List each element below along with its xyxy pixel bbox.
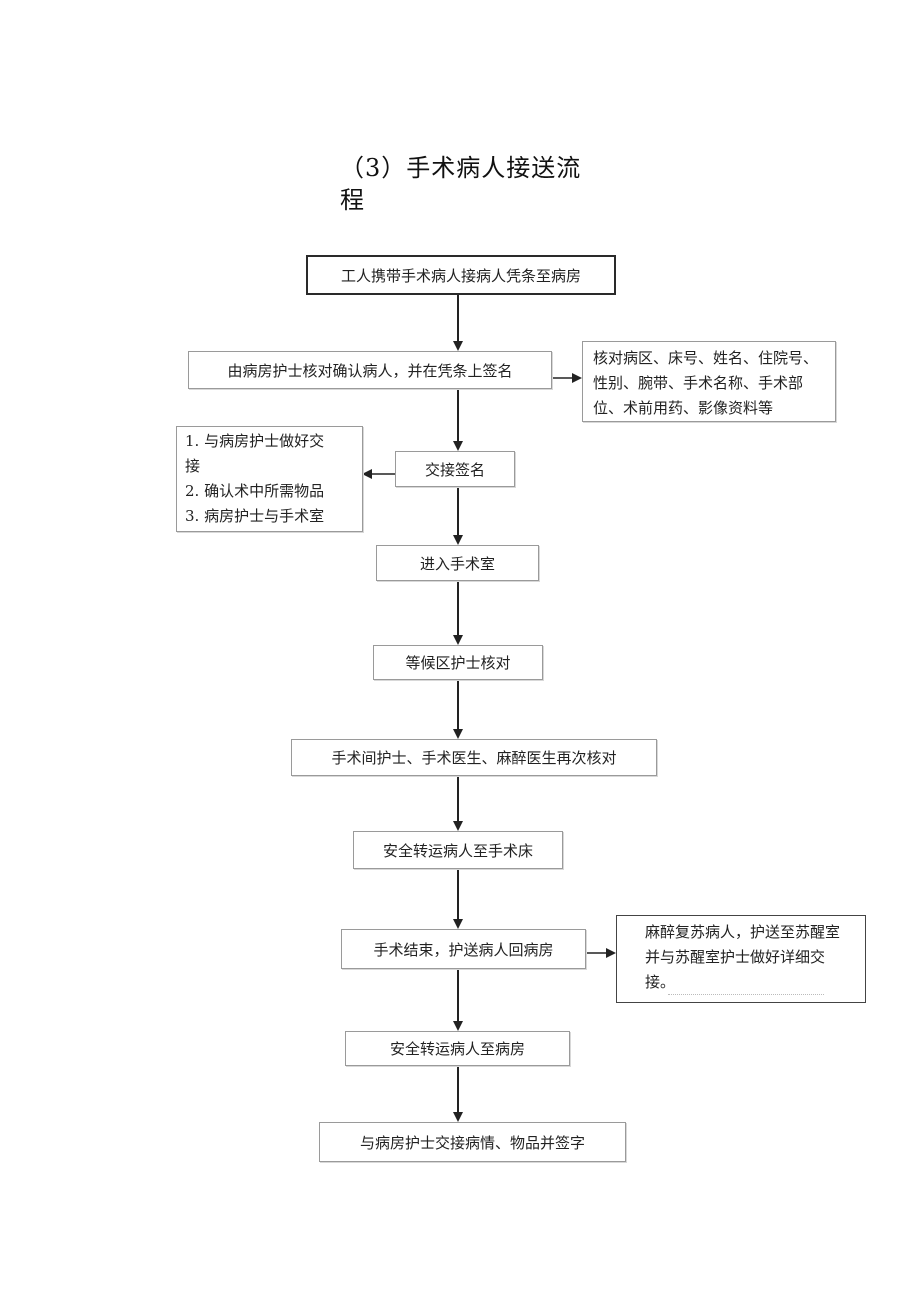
- step-transfer-to-ward-label: 安全转运病人至病房: [389, 1040, 525, 1058]
- step-transfer-to-table-label: 安全转运病人至手术床: [382, 841, 533, 860]
- step-team-recheck-label: 手术间护士、手术医生、麻醉医生再次核对: [331, 749, 617, 767]
- note-check-items: 核对病区、床号、姓名、住院号、 性别、腕带、手术名称、手术部 位、术前用药、影像…: [582, 341, 836, 422]
- note-anesthesia-line: 接。: [645, 973, 676, 991]
- step-enter-operating-room-label: 进入手术室: [419, 554, 495, 573]
- step-worker-fetch-patient: 工人携带手术病人接病人凭条至病房: [306, 255, 616, 295]
- note-handover-items-line: 2. 确认术中所需物品: [185, 482, 325, 500]
- step-ward-nurse-verify-label: 由病房护士核对确认病人，并在凭条上签名: [227, 361, 513, 380]
- step-handover-with-ward-label: 与病房护士交接病情、物品并签字: [359, 1133, 585, 1152]
- step-transfer-to-ward: 安全转运病人至病房: [345, 1031, 570, 1066]
- step-enter-operating-room: 进入手术室: [376, 545, 539, 581]
- decorative-dotted-line: [668, 994, 824, 995]
- note-handover-items-line: 1. 与病房护士做好交: [185, 432, 325, 450]
- note-check-items-line: 核对病区、床号、姓名、住院号、: [593, 349, 819, 367]
- note-anesthesia-line: 麻醉复苏病人，护送至苏醒室: [645, 923, 841, 941]
- step-waiting-area-check-label: 等候区护士核对: [405, 654, 511, 672]
- step-ward-nurse-verify: 由病房护士核对确认病人，并在凭条上签名: [188, 351, 552, 389]
- note-handover-items-line: 接: [185, 457, 201, 475]
- step-waiting-area-check: 等候区护士核对: [373, 645, 543, 680]
- step-handover-with-ward: 与病房护士交接病情、物品并签字: [319, 1122, 626, 1162]
- note-check-items-line: 性别、腕带、手术名称、手术部: [593, 374, 804, 392]
- step-surgery-end-return: 手术结束，护送病人回病房: [341, 929, 586, 969]
- note-handover-items-line: 3. 病房护士与手术室: [185, 507, 325, 525]
- note-anesthesia-recovery: 麻醉复苏病人，护送至苏醒室 并与苏醒室护士做好详细交 接。: [616, 915, 866, 1003]
- page-title: （3）手术病人接送流程: [340, 154, 582, 214]
- step-worker-fetch-patient-label: 工人携带手术病人接病人凭条至病房: [340, 266, 581, 285]
- step-handover-sign: 交接签名: [395, 451, 515, 487]
- step-team-recheck: 手术间护士、手术医生、麻醉医生再次核对: [291, 739, 657, 776]
- step-surgery-end-return-label: 手术结束，护送病人回病房: [373, 940, 554, 959]
- step-transfer-to-table: 安全转运病人至手术床: [353, 831, 563, 869]
- note-handover-items: 1. 与病房护士做好交 接 2. 确认术中所需物品 3. 病房护士与手术室: [176, 426, 363, 532]
- note-anesthesia-line: 并与苏醒室护士做好详细交: [645, 948, 826, 966]
- step-handover-sign-label: 交接签名: [424, 460, 485, 479]
- note-check-items-line: 位、术前用药、影像资料等: [593, 399, 774, 417]
